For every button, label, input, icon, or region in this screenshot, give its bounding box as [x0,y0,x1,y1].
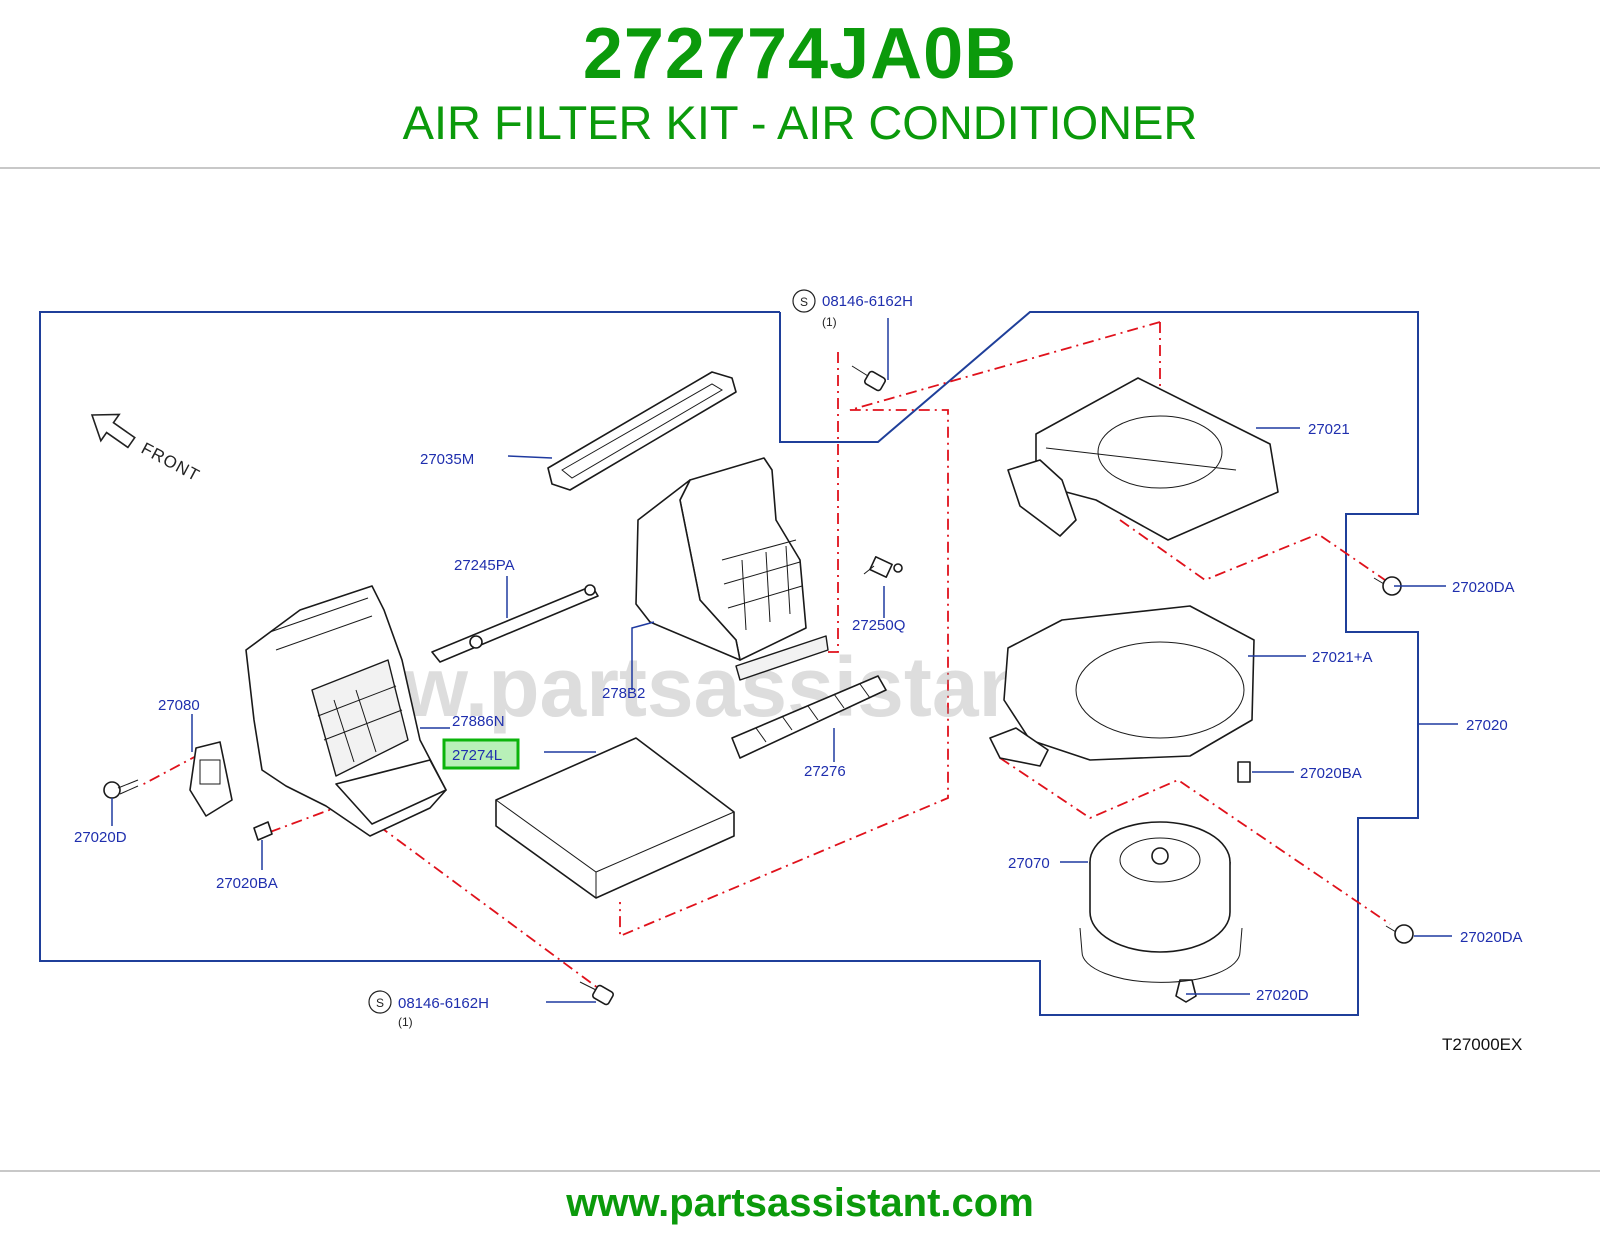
pin-27020D-right-icon [1175,979,1197,1003]
callout-27020D-left[interactable]: 27020D [74,829,127,846]
callout-278B2[interactable]: 278B2 [602,685,645,702]
screw-27020DA-lower-icon [1385,924,1414,944]
clip-27020BA-right-icon [1237,761,1251,783]
part-description-title: AIR FILTER KIT - AIR CONDITIONER [402,96,1198,149]
screw-callout-bottom[interactable]: S 08146-6162H (1) [368,990,489,1029]
screw-symbol: S [376,996,384,1010]
screw-27020D-left-icon [103,779,139,799]
cabin-filter-27274L [495,737,735,899]
screw-part-number[interactable]: 08146-6162H [822,293,913,310]
header-divider [0,167,1600,169]
screw-quantity: (1) [398,1015,413,1029]
callout-27070[interactable]: 27070 [1008,855,1050,872]
bolt-08146-bottom-icon [579,981,614,1006]
duct-278B2 [635,457,829,681]
actuator-27080 [189,741,233,817]
alignment-lines [139,321,1391,989]
callout-27245PA[interactable]: 27245PA [454,557,515,574]
callout-27021[interactable]: 27021 [1308,421,1350,438]
callout-27020BA-left[interactable]: 27020BA [216,875,278,892]
intake-box-27886N [245,585,447,837]
rod-27245PA [431,584,599,663]
screw-part-number[interactable]: 08146-6162H [398,995,489,1012]
callout-27020[interactable]: 27020 [1466,717,1508,734]
bolt-08146-top-icon [851,365,886,392]
lower-case-27021A [989,605,1255,767]
part-number-title: 272774JA0B [582,14,1018,94]
callout-27020DA-upper[interactable]: 27020DA [1452,579,1515,596]
callout-27035M[interactable]: 27035M [420,451,474,468]
callout-27020DA-lower[interactable]: 27020DA [1460,929,1523,946]
screw-quantity: (1) [822,315,837,329]
highlight-box [442,738,520,770]
s-symbol-icon [792,289,816,313]
diagram-reference-code: T27000EX [1442,1035,1522,1054]
assembly-boundary [39,311,1419,1016]
callout-27250Q[interactable]: 27250Q [852,617,905,634]
callout-27274L-highlight[interactable]: 27274L [442,738,520,770]
screw-symbol: S [800,295,808,309]
callout-27886N[interactable]: 27886N [452,713,505,730]
parts-diagram: FRONT www.partsassistant.com [0,250,1600,1080]
sensor-27250Q [863,556,903,578]
footer-url[interactable]: www.partsassistant.com [566,1181,1034,1225]
callout-27080[interactable]: 27080 [158,697,200,714]
s-symbol-icon [368,990,392,1014]
upper-case-27021 [1007,377,1279,541]
callout-27020BA-right[interactable]: 27020BA [1300,765,1362,782]
front-label: FRONT [138,439,203,486]
filter-frame-27035M [547,371,737,491]
clip-27020BA-left-icon [253,821,273,841]
grille-27276 [731,675,887,759]
callout-27020D-right[interactable]: 27020D [1256,987,1309,1004]
leader-lines [111,318,1458,1003]
blower-motor-27070 [1079,821,1243,983]
callout-27274L[interactable]: 27274L [452,747,502,764]
front-arrow-icon [90,413,136,449]
footer-divider [0,1170,1600,1172]
callout-27021A[interactable]: 27021+A [1312,649,1372,666]
screw-callout-top[interactable]: S 08146-6162H (1) [792,289,913,329]
page-header: 272774JA0B AIR FILTER KIT - AIR CONDITIO… [0,0,1600,168]
callout-27276[interactable]: 27276 [804,763,846,780]
